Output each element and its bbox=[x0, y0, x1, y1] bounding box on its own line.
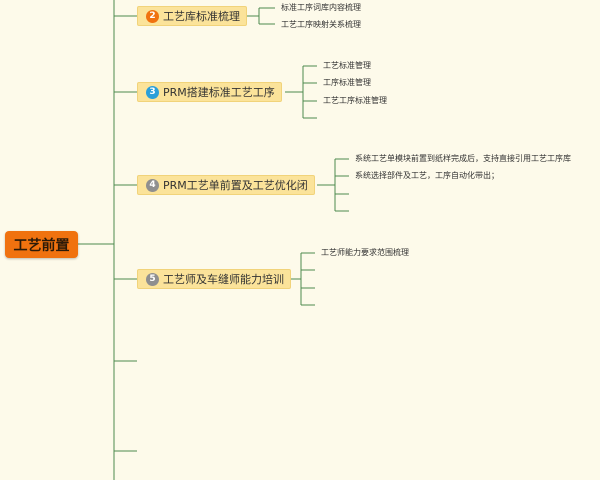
branch-label: 工艺库标准梳理 bbox=[163, 10, 240, 23]
branch-node-4[interactable]: 4 PRM工艺单前置及工艺优化闭 bbox=[137, 175, 315, 195]
leaf-node[interactable]: 系统选择部件及工艺，工序自动化带出； bbox=[355, 171, 499, 180]
branch-label: PRM搭建标准工艺工序 bbox=[163, 86, 275, 99]
leaf-node[interactable]: 工艺标准管理 bbox=[323, 61, 371, 70]
leaf-node[interactable]: 系统工艺单模块前置到纸样完成后，支持直接引用工艺工序库 bbox=[355, 154, 571, 163]
leaf-node[interactable]: 工艺工序标准管理 bbox=[323, 96, 387, 105]
leaf-node[interactable]: 工序标准管理 bbox=[323, 78, 371, 87]
root-label: 工艺前置 bbox=[13, 237, 70, 254]
leaf-node[interactable]: 工艺工序映射关系梳理 bbox=[281, 20, 361, 29]
number-badge-icon: 2 bbox=[146, 9, 159, 23]
number-badge-icon: 4 bbox=[146, 178, 159, 192]
branch-label: 工艺师及车缝师能力培训 bbox=[163, 273, 284, 286]
leaf-node[interactable]: 工艺师能力要求范围梳理 bbox=[321, 248, 409, 257]
branch-node-2[interactable]: 2 工艺库标准梳理 bbox=[137, 6, 247, 26]
number-badge-icon: 5 bbox=[146, 272, 159, 286]
number-badge-icon: 3 bbox=[146, 85, 159, 99]
branch-node-5[interactable]: 5 工艺师及车缝师能力培训 bbox=[137, 269, 291, 289]
branch-label: PRM工艺单前置及工艺优化闭 bbox=[163, 179, 308, 192]
leaf-node[interactable]: 标准工序词库内容梳理 bbox=[281, 3, 361, 12]
root-node[interactable]: 工艺前置 bbox=[5, 231, 78, 258]
branch-node-3[interactable]: 3 PRM搭建标准工艺工序 bbox=[137, 82, 282, 102]
